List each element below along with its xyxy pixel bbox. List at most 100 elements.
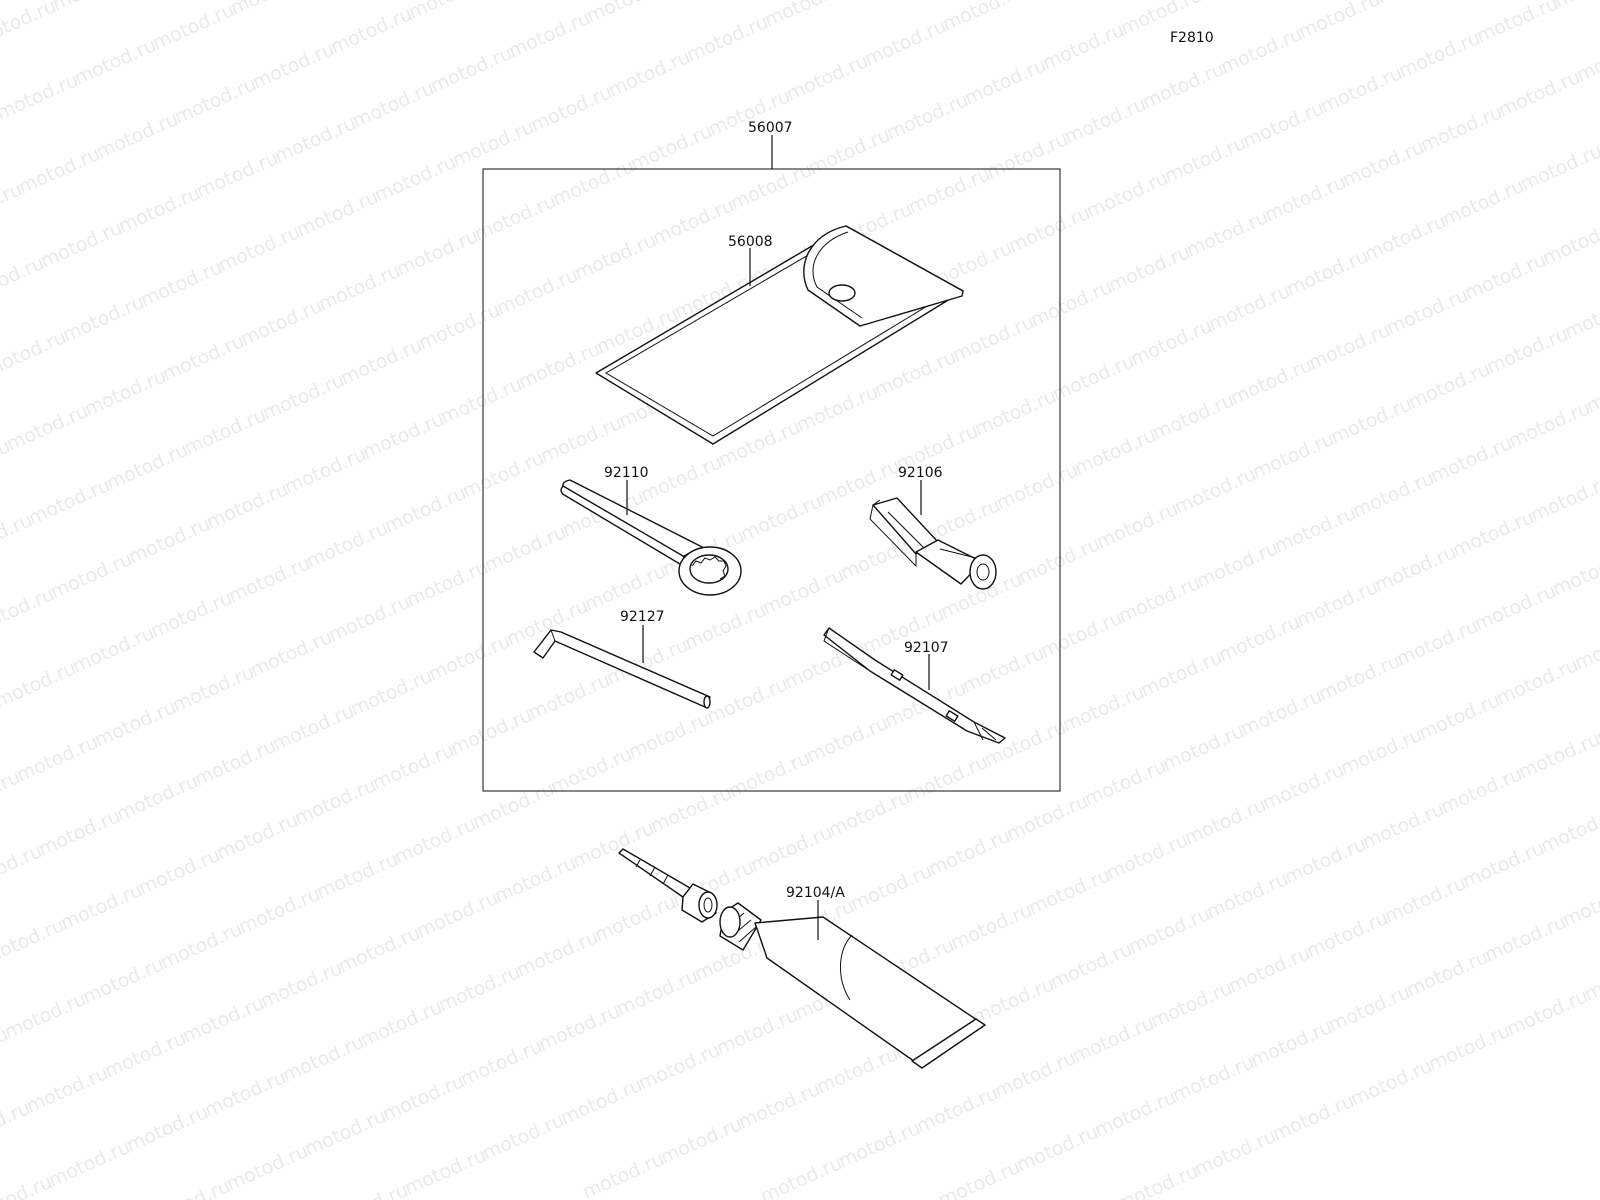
watermark-text: motod.ru bbox=[257, 957, 346, 1013]
watermark-text: motod.ru bbox=[135, 844, 224, 900]
watermark-text: motod.ru bbox=[447, 704, 536, 760]
watermark-text: motod.ru bbox=[1161, 132, 1250, 188]
watermark-text: motod.ru bbox=[71, 34, 160, 90]
watermark-text: motod.ru bbox=[959, 642, 1048, 698]
watermark-text: motod.ru bbox=[969, 973, 1058, 1029]
part-label-92127[interactable]: 92127 bbox=[620, 609, 665, 625]
watermark-text: motod.ru bbox=[93, 108, 182, 164]
socket-bit[interactable] bbox=[869, 497, 997, 590]
watermark-text: motod.ru bbox=[1183, 206, 1272, 262]
watermark-text: motod.ru bbox=[37, 217, 126, 273]
watermark-text: motod.ru bbox=[1083, 167, 1172, 223]
watermark-text: motod.ru bbox=[0, 583, 58, 639]
part-label-92110[interactable]: 92110 bbox=[604, 465, 649, 481]
watermark-text: motod.ru bbox=[713, 1004, 802, 1060]
watermark-text: motod.ru bbox=[13, 731, 102, 787]
watermark-text: motod.ru bbox=[0, 326, 70, 382]
watermark-text: motod.ru bbox=[15, 143, 104, 199]
watermark-text: motod.ru bbox=[435, 961, 524, 1017]
watermark-text: motod.ru bbox=[1493, 654, 1582, 710]
watermark-text: motod.ru bbox=[481, 521, 570, 577]
watermark-text: motod.ru bbox=[571, 229, 660, 285]
watermark-text: motod.ru bbox=[1249, 428, 1338, 484]
watermark-text: motod.ru bbox=[793, 381, 882, 437]
watermark-text: motod.ru bbox=[759, 564, 848, 620]
watermark-text: motod.ru bbox=[1137, 646, 1226, 702]
watermark-text: motod.ru bbox=[581, 560, 670, 616]
watermark-text: motod.ru bbox=[125, 513, 214, 569]
watermark-text: motod.ru bbox=[479, 1109, 568, 1165]
watermark-text: motod.ru bbox=[583, 0, 672, 28]
figure-code: F2810 bbox=[1170, 30, 1214, 46]
watermark-text: motod.ru bbox=[1203, 868, 1292, 924]
watermark-text: motod.ru bbox=[1403, 946, 1492, 1002]
watermark-text: motod.ru bbox=[469, 778, 558, 834]
watermark-text: motod.ru bbox=[301, 1105, 390, 1161]
watermark-text: motod.ru bbox=[325, 591, 414, 647]
watermark-text: motod.ru bbox=[457, 1035, 546, 1091]
watermark-text: motod.ru bbox=[1317, 62, 1406, 118]
hex-key[interactable] bbox=[533, 629, 711, 709]
watermark-text: motod.ru bbox=[1127, 315, 1216, 371]
watermark-text: motod.ru bbox=[637, 451, 726, 507]
watermark-text: motod.ru bbox=[369, 739, 458, 795]
watermark-text: motod.ru bbox=[315, 260, 404, 316]
watermark-text: motod.ru bbox=[1483, 323, 1572, 379]
watermark-text: motod.ru bbox=[1093, 498, 1182, 554]
watermark-text: motod.ru bbox=[57, 879, 146, 935]
watermark-text: motod.ru bbox=[393, 225, 482, 281]
watermark-text: motod.ru bbox=[649, 194, 738, 250]
screwdriver-bit[interactable] bbox=[823, 627, 1006, 744]
watermark-text: motod.ru bbox=[1071, 424, 1160, 480]
watermark-text: motod.ru bbox=[1215, 611, 1304, 667]
watermark-text: motod.ru bbox=[1149, 389, 1238, 445]
watermark-text: motod.ru bbox=[681, 599, 770, 655]
watermark-text: motod.ru bbox=[123, 1101, 212, 1157]
watermark-text: motod.ru bbox=[727, 159, 816, 215]
watermark-text: motod.ru bbox=[347, 665, 436, 721]
watermark-text: motod.ru bbox=[1091, 1086, 1180, 1142]
watermark-text: motod.ru bbox=[1069, 1012, 1158, 1068]
watermark-text: motod.ru bbox=[1015, 533, 1104, 589]
watermark-text: motod.ru bbox=[835, 1117, 924, 1173]
grease-tube[interactable] bbox=[618, 848, 986, 1069]
part-label-92106[interactable]: 92106 bbox=[898, 465, 943, 481]
watermark-text: motod.ru bbox=[271, 112, 360, 168]
watermark-text: motod.ru bbox=[1349, 467, 1438, 523]
watermark-text: motod.ru bbox=[525, 669, 614, 725]
watermark-text: motod.ru bbox=[1247, 1016, 1336, 1072]
watermark-text: motod.ru bbox=[225, 552, 314, 608]
watermark-text: motod.ru bbox=[371, 151, 460, 207]
watermark-text: motod.ru bbox=[1003, 790, 1092, 846]
watermark-text: motod.ru bbox=[1225, 942, 1314, 998]
tool-case[interactable] bbox=[595, 225, 964, 445]
watermark-text: motod.ru bbox=[591, 891, 680, 947]
watermark-text: motod.ru bbox=[427, 42, 516, 98]
watermark-text: motod.ru bbox=[527, 81, 616, 137]
watermark-text: motod.ru bbox=[1061, 93, 1150, 149]
watermark-text: motod.ru bbox=[1181, 794, 1270, 850]
watermark-text: motod.ru bbox=[1325, 981, 1414, 1037]
watermark-text: motod.ru bbox=[313, 848, 402, 904]
watermark-text: motod.ru bbox=[1261, 171, 1350, 227]
watermark-text: motod.ru bbox=[939, 0, 1028, 36]
watermark-text: motod.ru bbox=[159, 330, 248, 386]
part-label-92104-a[interactable]: 92104/A bbox=[786, 885, 845, 901]
watermark-text: motod.ru bbox=[327, 3, 416, 59]
watermark-text: motod.ru bbox=[1437, 763, 1526, 819]
part-label-56007[interactable]: 56007 bbox=[748, 120, 793, 136]
watermark-text: motod.ru bbox=[1415, 689, 1504, 745]
watermark-text: motod.ru bbox=[1395, 27, 1484, 83]
watermark-text: motod.ru bbox=[471, 190, 560, 246]
watermark-text: motod.ru bbox=[1383, 284, 1472, 340]
part-label-56008[interactable]: 56008 bbox=[728, 234, 773, 250]
watermark-text: motod.ru bbox=[1037, 607, 1126, 663]
watermark-text: motod.ru bbox=[1347, 1055, 1436, 1111]
watermark-text: motod.ru bbox=[181, 404, 270, 460]
watermark-text: motod.ru bbox=[335, 922, 424, 978]
watermark-text: motod.ru bbox=[1283, 245, 1372, 301]
part-label-92107[interactable]: 92107 bbox=[904, 640, 949, 656]
ring-wrench[interactable] bbox=[560, 479, 742, 596]
watermark-text: motod.ru bbox=[1113, 1160, 1202, 1200]
